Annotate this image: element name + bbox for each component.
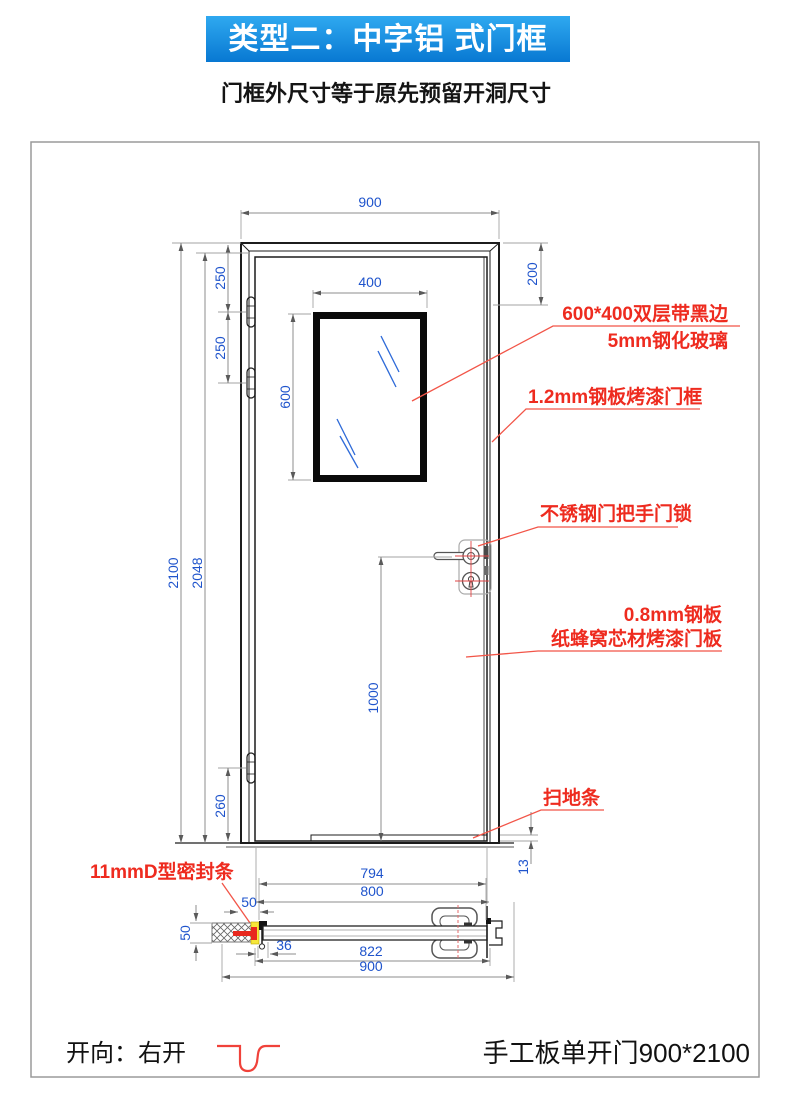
hinge-top (246, 296, 256, 328)
dim-hinge-bottom-offset: 260 (212, 767, 246, 841)
dim-section-50-depth-value: 50 (241, 894, 257, 910)
dim-section-822: 822 (254, 943, 491, 966)
dim-section-794: 794 (259, 865, 486, 887)
door-handle-lock (433, 539, 492, 597)
note-seal-leader (221, 882, 251, 924)
note-glass-leader (411, 325, 740, 402)
page-title: 类型二：中字铝 式门框 (228, 22, 547, 56)
dim-section-50-width-value: 50 (177, 925, 193, 941)
dim-section-800: 800 (256, 883, 489, 905)
dim-frame-width-value: 900 (358, 194, 382, 210)
note-sweep: 扫地条 (472, 786, 604, 839)
drawing-border (30, 141, 760, 1078)
dim-door-height: 2048 (189, 252, 249, 843)
dim-section-794-value: 794 (360, 865, 384, 881)
window-frame (313, 312, 427, 482)
note-glass-line1: 600*400双层带黑边 (562, 303, 729, 325)
dim-top-to-glass: 200 (493, 242, 548, 306)
dim-section-50-depth: 50 (224, 894, 274, 915)
dim-section-900: 900 (221, 902, 515, 982)
note-panel-leader (465, 650, 722, 658)
note-panel-line1: 0.8mm钢板 (624, 603, 723, 626)
dim-section-36: 36 (236, 937, 296, 958)
dim-window-width-value: 400 (358, 274, 382, 290)
hinge-bottom (246, 752, 256, 784)
door-panel-section (262, 905, 488, 960)
dim-hinge-spacing-value: 250 (212, 336, 228, 360)
note-frame: 1.2mm钢板烤漆门框 (491, 385, 702, 443)
note-glass-line2: 5mm钢化玻璃 (608, 329, 728, 352)
note-handle: 不锈钢门把手门锁 (477, 502, 692, 547)
vision-window (313, 312, 427, 482)
dim-frame-height: 2100 (165, 242, 241, 843)
projection-lines (255, 848, 488, 904)
dim-window-height: 600 (277, 313, 311, 481)
elevation-dimensions: 900 400 200 250 250 (165, 194, 548, 875)
dim-hinge-spacing: 250 (212, 312, 246, 384)
door-elevation (175, 242, 514, 848)
dim-section-900-value: 900 (359, 958, 383, 974)
dim-section-36-value: 36 (276, 937, 292, 953)
note-handle-leader (477, 526, 678, 547)
dim-section-822-value: 822 (359, 943, 383, 959)
dim-handle-to-bottom-value: 1000 (365, 682, 381, 713)
door-cross-section: 794 800 50 50 (177, 865, 515, 982)
dim-frame-width: 900 (240, 194, 500, 239)
frame-profile-right (486, 906, 503, 958)
dim-handle-to-bottom: 1000 (365, 556, 452, 841)
note-frame-leader (491, 408, 700, 443)
note-sweep-text: 扫地条 (543, 786, 601, 809)
banner-background (206, 16, 570, 62)
note-panel-line2: 纸蜂窝芯材烤漆门板 (551, 627, 723, 650)
note-glass: 600*400双层带黑边 5mm钢化玻璃 (411, 303, 740, 402)
seal-red-arm (233, 931, 256, 936)
note-frame-text: 1.2mm钢板烤漆门框 (528, 385, 702, 408)
note-seal: 11mmD型密封条 (90, 860, 251, 924)
dim-hinge-top-offset: 250 (212, 245, 246, 313)
glass-reflection-lines (336, 335, 400, 469)
dim-hinge-bottom-offset-value: 260 (212, 794, 228, 818)
opening-direction-label: 开向：右开 (66, 1040, 186, 1067)
dim-section-800-value: 800 (360, 883, 384, 899)
page-subtitle: 门框外尺寸等于原先预留开洞尺寸 (221, 81, 551, 106)
handle-centerlines (455, 541, 489, 597)
note-handle-text: 不锈钢门把手门锁 (540, 502, 692, 525)
dim-frame-height-value: 2100 (165, 557, 181, 588)
footer: 开向：右开 手工板单开门900*2100 (66, 1038, 750, 1073)
hinge-middle (246, 367, 256, 399)
dim-section-50-width: 50 (177, 905, 212, 961)
escutcheon-plate (458, 539, 492, 595)
dim-sweep-thickness-value: 13 (515, 859, 531, 875)
latch-bolt (483, 546, 489, 559)
dim-window-width: 400 (312, 274, 428, 308)
red-annotations: 600*400双层带黑边 5mm钢化玻璃 1.2mm钢板烤漆门框 不锈钢门把手门… (90, 303, 740, 924)
mitre-left (240, 242, 250, 252)
dead-bolt (483, 566, 489, 575)
note-panel: 0.8mm钢板 纸蜂窝芯材烤漆门板 (465, 603, 723, 658)
dim-sweep-thickness: 13 (500, 812, 538, 875)
dim-hinge-top-offset-value: 250 (212, 266, 228, 290)
note-seal-text: 11mmD型密封条 (90, 860, 235, 883)
dim-window-height-value: 600 (277, 385, 293, 409)
seal-red-body (251, 927, 257, 940)
door-swing-symbol (217, 1044, 280, 1073)
section-dimensions: 794 800 50 50 (177, 865, 515, 982)
mitre-right (489, 242, 500, 252)
sweep-strip (310, 834, 488, 842)
dim-top-to-glass-value: 200 (524, 262, 540, 286)
product-title: 手工板单开门900*2100 (483, 1038, 750, 1068)
note-sweep-leader (472, 809, 604, 839)
dim-door-height-value: 2048 (189, 557, 205, 588)
title-banner: 类型二：中字铝 式门框 (206, 16, 570, 62)
